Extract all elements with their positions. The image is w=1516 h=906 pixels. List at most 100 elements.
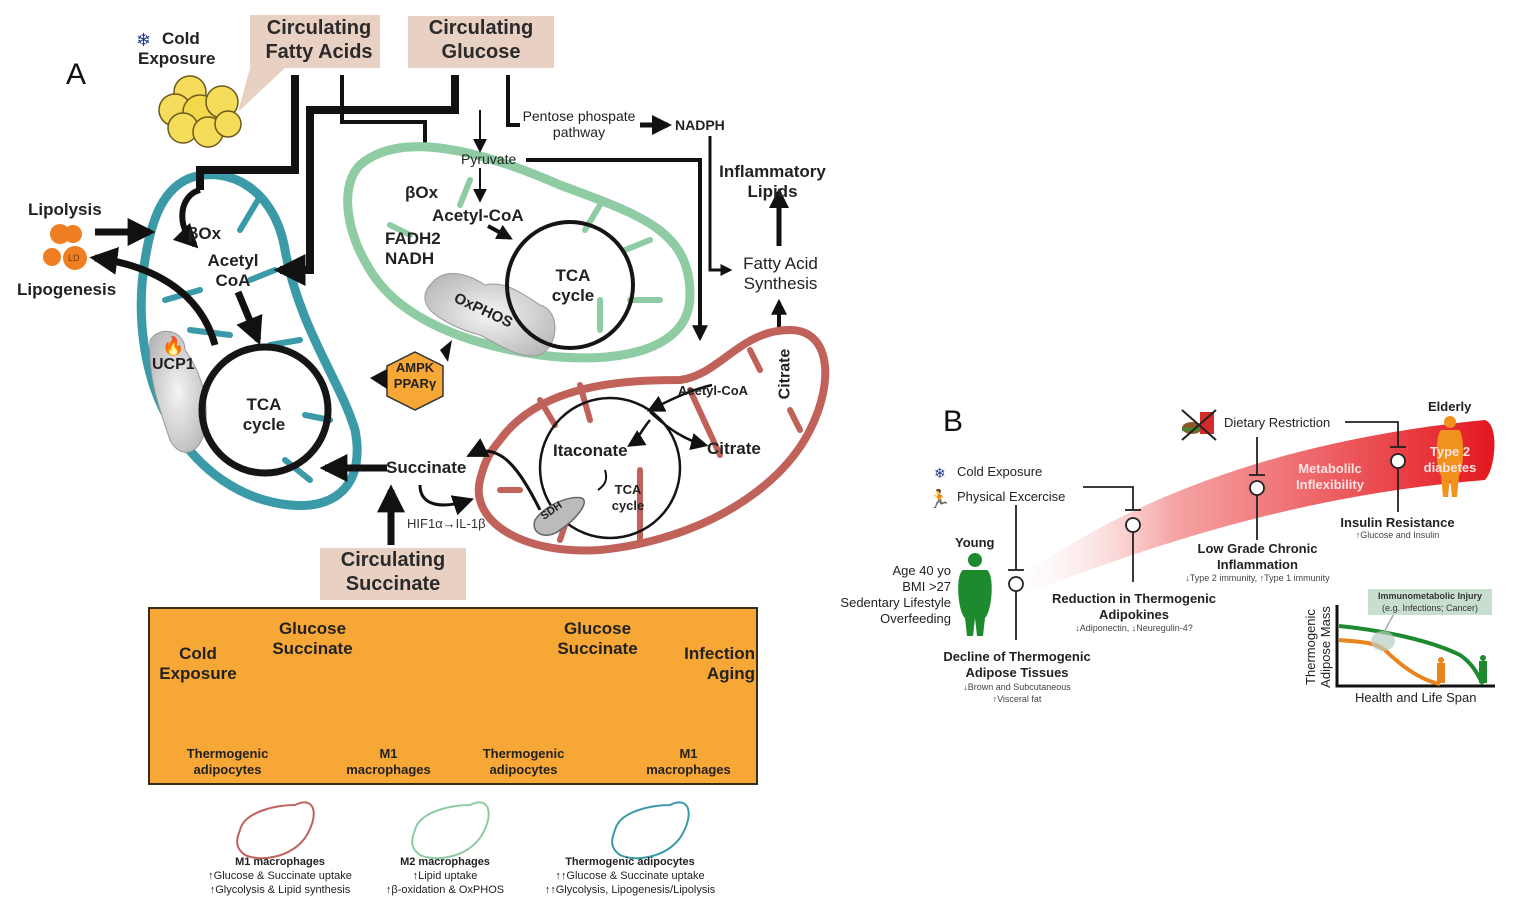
immunometabolic-injury-label: Immunometabolic Injury (e.g. Infections;…: [1368, 590, 1492, 614]
running-person-icon: 🏃: [928, 488, 950, 509]
inset-ylabel-1: Thermogenic: [1303, 609, 1318, 685]
ori-line2: Succinate: [557, 639, 638, 658]
diet-restriction-icon: [1181, 409, 1217, 441]
trait-sedentary: Sedentary Lifestyle: [840, 595, 951, 610]
orc-line1: Infection: [684, 644, 755, 663]
ol4-line1: M1: [679, 746, 698, 761]
thermo-tca-line2: cycle: [242, 415, 286, 434]
type2-diabetes-label: Type 2 diabetes: [1418, 444, 1482, 476]
m1-tca-label: TCA cycle: [606, 482, 650, 514]
oli-line2: Succinate: [272, 639, 353, 658]
dt-title2: Adipose Tissues: [965, 665, 1069, 680]
mi-line1: Metabolilc: [1298, 461, 1362, 476]
elderly-label: Elderly: [1428, 399, 1472, 414]
ra-sub: ↓Adiponectin, ↓Neuregulin-4?: [1075, 623, 1193, 633]
cold-exposure-b: Cold Exposure: [957, 464, 1043, 479]
dt-title1: Decline of Thermogenic: [943, 649, 1091, 664]
orange-left-condition: Cold Exposure: [158, 644, 238, 684]
pentose-pathway-label: Pentose phospate pathway: [518, 108, 640, 140]
trait-age: Age 40 yo: [892, 563, 951, 578]
thermo-acetyl-line2: CoA: [215, 271, 251, 290]
young-person-icon: [958, 553, 992, 636]
lg-title1: Low Grade Chronic: [1197, 541, 1318, 556]
citrate-label: Citrate: [707, 439, 761, 458]
orange-right-condition: Infection Aging: [670, 644, 755, 684]
injury-line2: (e.g. Infections; Cancer): [1381, 603, 1479, 613]
fatty-acid-synthesis-label: Fatty Acid Synthesis: [733, 254, 828, 294]
lipolysis-label: Lipolysis: [28, 200, 102, 219]
adipocyte-cluster-icon: [158, 75, 242, 148]
circulating-succinate-box: Circulating Succinate: [320, 548, 466, 600]
inset-chart: [1335, 589, 1495, 688]
m2-tca-line2: cycle: [551, 286, 595, 305]
ir-sub: ↑Glucose and Insulin: [1355, 530, 1440, 540]
pentose-line1: Pentose phospate: [522, 108, 636, 124]
legend-m2-mito-icon: [411, 801, 490, 860]
hif-label: HIF1α→IL-1β: [407, 516, 486, 531]
fadh-line2: NADH: [385, 249, 435, 268]
olc-line1: Cold: [179, 644, 217, 663]
thermo-tca-line1: TCA: [246, 395, 282, 414]
legend-thermogenic: Thermogenic adipocytes ↑↑Glucose & Succi…: [525, 855, 735, 897]
ra-title1: Reduction in Thermogenic: [1052, 591, 1216, 606]
green-curve: [1338, 624, 1485, 686]
inset-xlabel: Health and Life Span: [1355, 690, 1477, 705]
cold-line2: Exposure: [138, 49, 216, 68]
legend-m2-line1: ↑Lipid uptake: [412, 870, 478, 882]
olc-line2: Exposure: [159, 664, 237, 683]
ampk-hexagon: [386, 351, 444, 411]
young-traits: Age 40 yo BMI >27 Sedentary Lifestyle Ov…: [820, 563, 951, 627]
trait-overfeeding: Overfeeding: [880, 611, 951, 626]
lipid-droplet-icon: [43, 224, 87, 270]
sdh-enzyme: [533, 496, 585, 536]
cold-exposure-label: Cold Exposure: [138, 29, 232, 69]
ol3-line2: adipocytes: [489, 762, 558, 777]
fas-line1: Fatty Acid: [743, 254, 818, 273]
ir-title: Insulin Resistance: [1340, 515, 1455, 530]
circulating-glucose-box: Circulating Glucose: [408, 16, 554, 68]
succinate-label: Succinate: [386, 458, 467, 477]
legend-thermo-line2: ↑↑Glycolysis, Lipogenesis/Lipolysis: [544, 884, 716, 896]
orange-label-2: M1 macrophages: [336, 746, 441, 778]
legend-m1-line1: ↑Glucose & Succinate uptake: [208, 870, 352, 882]
ol2-line1: M1: [379, 746, 398, 761]
lg-title2: Inflammation: [1217, 557, 1298, 572]
panel-b-letter: B: [943, 405, 964, 438]
orange-left-inputs: Glucose Succinate: [265, 619, 360, 659]
oli-line1: Glucose: [278, 619, 347, 638]
legend-m2-title: M2 macrophages: [400, 856, 490, 868]
flame-icon: 🔥: [162, 335, 184, 356]
physical-exercise-label: Physical Excercise: [957, 489, 1066, 504]
fadh-line1: FADH2: [385, 229, 441, 248]
thermo-acetyl-line1: Acetyl: [207, 251, 259, 270]
legend-m1: M1 macrophages ↑Glucose & Succinate upta…: [190, 855, 370, 897]
ol4-line2: macrophages: [646, 762, 731, 777]
ampk-line2: PPARγ: [393, 376, 437, 391]
m1-acetyl-coa: Acetyl-CoA: [678, 383, 749, 398]
legend-m1-title: M1 macrophages: [235, 856, 325, 868]
t2d-line2: diabetes: [1423, 460, 1477, 475]
cfa-line2: Fatty Acids: [265, 41, 373, 63]
m2-acetyl-coa: Acetyl-CoA: [432, 206, 524, 225]
orange-right-inputs: Glucose Succinate: [550, 619, 645, 659]
thermo-box-label: βOx: [188, 224, 222, 243]
cs-line2: Succinate: [345, 573, 441, 595]
ampk-line1: AMPK: [395, 360, 435, 375]
oxphos-complex: [424, 272, 556, 357]
ol1-line1: Thermogenic: [186, 746, 269, 761]
ra-title2: Adipokines: [1098, 607, 1170, 622]
ol3-line1: Thermogenic: [482, 746, 565, 761]
ampk-label: AMPK PPARγ: [388, 360, 442, 392]
thermo-tca-label: TCA cycle: [232, 395, 296, 435]
panel-a-letter: A: [66, 58, 87, 91]
trait-bmi: BMI >27: [902, 579, 951, 594]
itaconate-label: Itaconate: [553, 441, 628, 460]
dt-sub2: ↑Visceral fat: [992, 694, 1042, 704]
cs-line1: Circulating: [340, 549, 446, 571]
mi-line2: Inflexibility: [1296, 477, 1364, 492]
elderly-person-icon: [1436, 416, 1464, 497]
legend-thermo-line1: ↑↑Glucose & Succinate uptake: [555, 870, 705, 882]
m1-tca-line1: TCA: [614, 482, 642, 497]
inflammatory-lipids-label: Inflammatory Lipids: [710, 162, 835, 202]
